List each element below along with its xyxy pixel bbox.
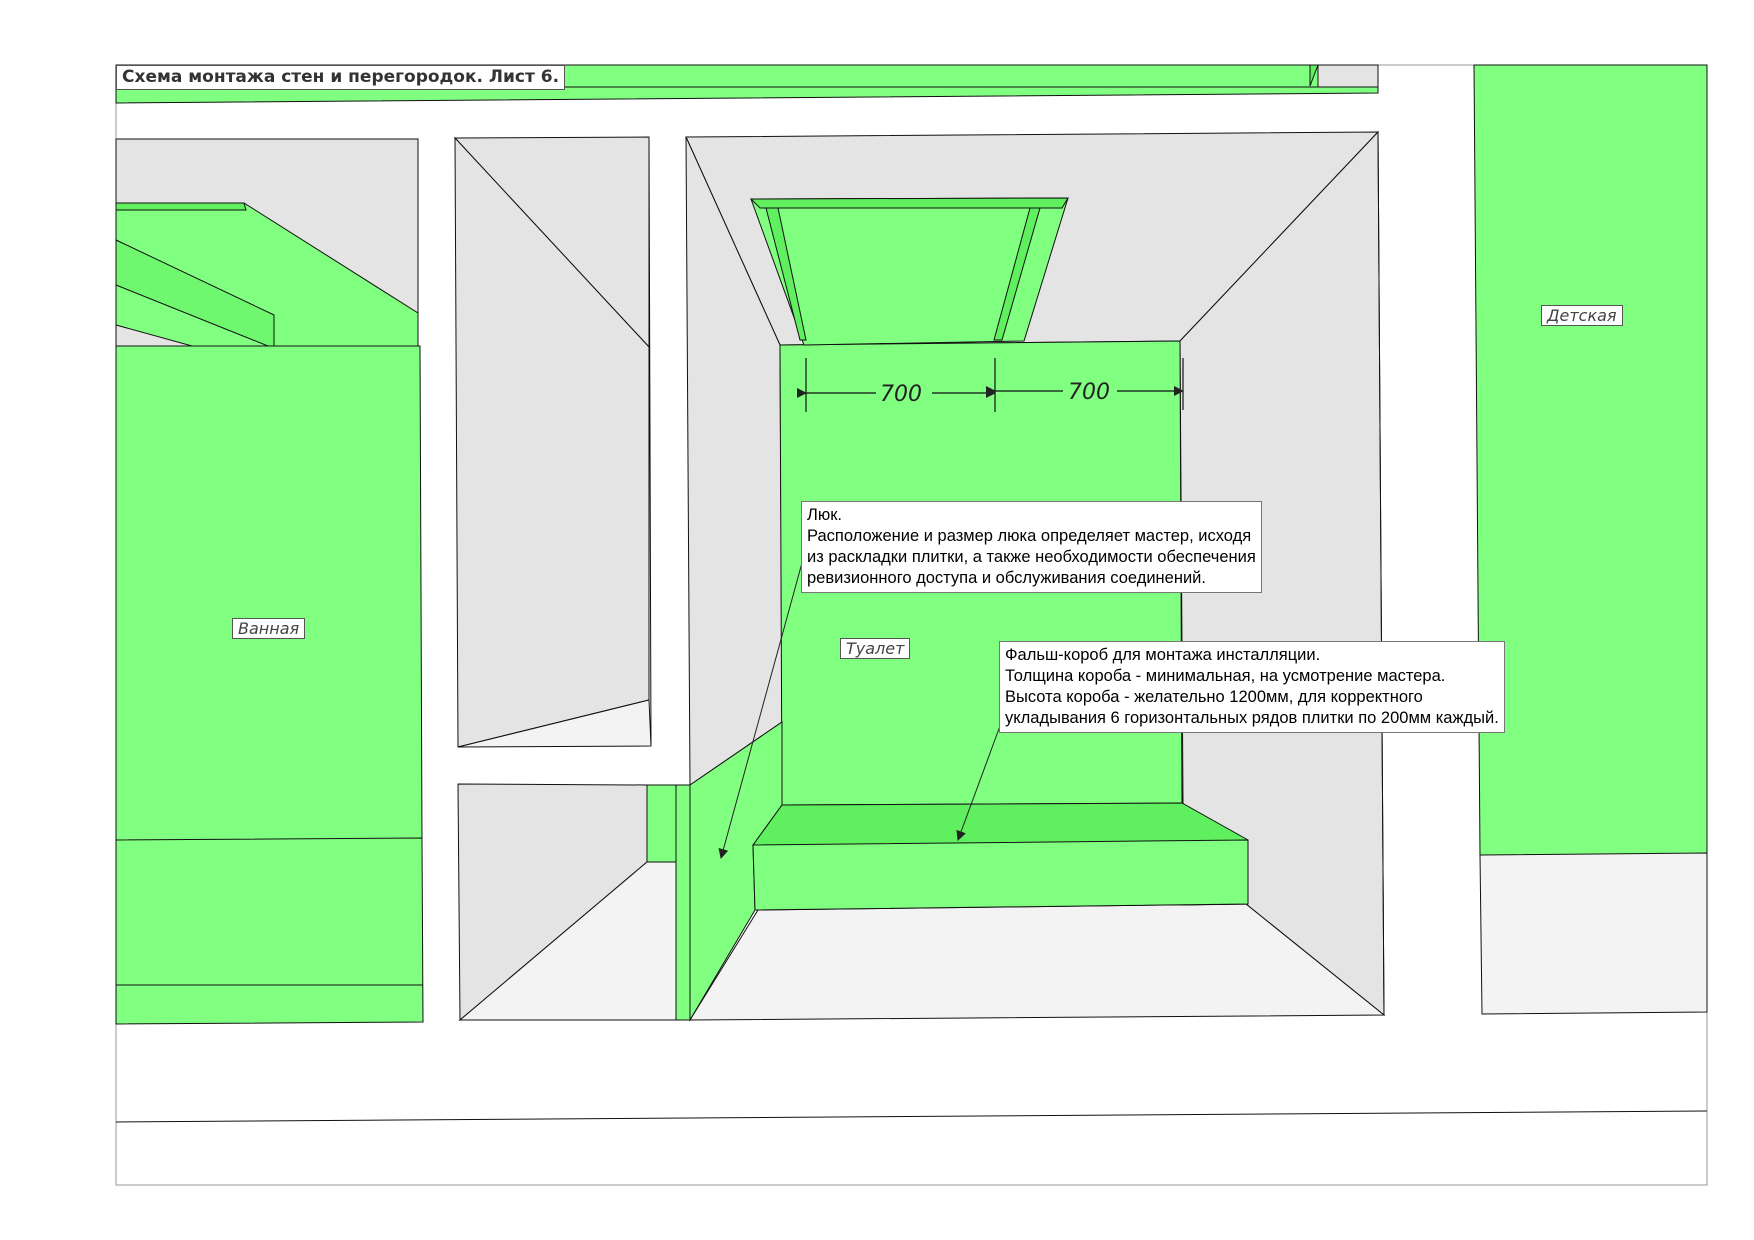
hatch-callout-line: ревизионного доступа и обслуживания соед… (807, 569, 1206, 587)
dimension-lines (797, 358, 1184, 412)
dimension-right-value: 700 (1068, 380, 1110, 405)
bottom-wall-line (115, 1110, 1708, 1123)
box-callout-line: Толщина короба - минимальная, на усмотре… (1005, 667, 1446, 685)
box-callout: Фальш-короб для монтажа инсталляции. Тол… (999, 641, 1505, 733)
box-callout-line: укладывания 6 горизонтальных рядов плитк… (1005, 709, 1499, 727)
box-leader-line (956, 725, 1001, 841)
middle-passage (453, 136, 652, 748)
room-label-bathroom: Ванная (232, 618, 306, 639)
nursery-room (1377, 64, 1708, 1016)
bathroom-room (115, 138, 424, 1025)
hatch-callout-line: Люк. (807, 506, 843, 524)
box-callout-line: Фальш-короб для монтажа инсталляции. (1005, 646, 1321, 664)
sheet-title: Схема монтажа стен и перегородок. Лист 6… (116, 65, 566, 90)
room-label-nursery: Детская (1541, 305, 1623, 326)
room-label-toilet: Туалет (840, 638, 911, 659)
box-callout-line: Высота короба - желательно 1200мм, для к… (1005, 688, 1423, 706)
hatch-callout: Люк. Расположение и размер люка определя… (801, 501, 1262, 593)
lower-left-room (457, 783, 693, 1022)
dimension-left-value: 700 (880, 382, 922, 407)
hatch-callout-line: из раскладки плитки, а также необходимос… (807, 548, 1256, 566)
hatch-callout-line: Расположение и размер люка определяет ма… (807, 527, 1252, 545)
hatch-leader-line (718, 540, 809, 859)
